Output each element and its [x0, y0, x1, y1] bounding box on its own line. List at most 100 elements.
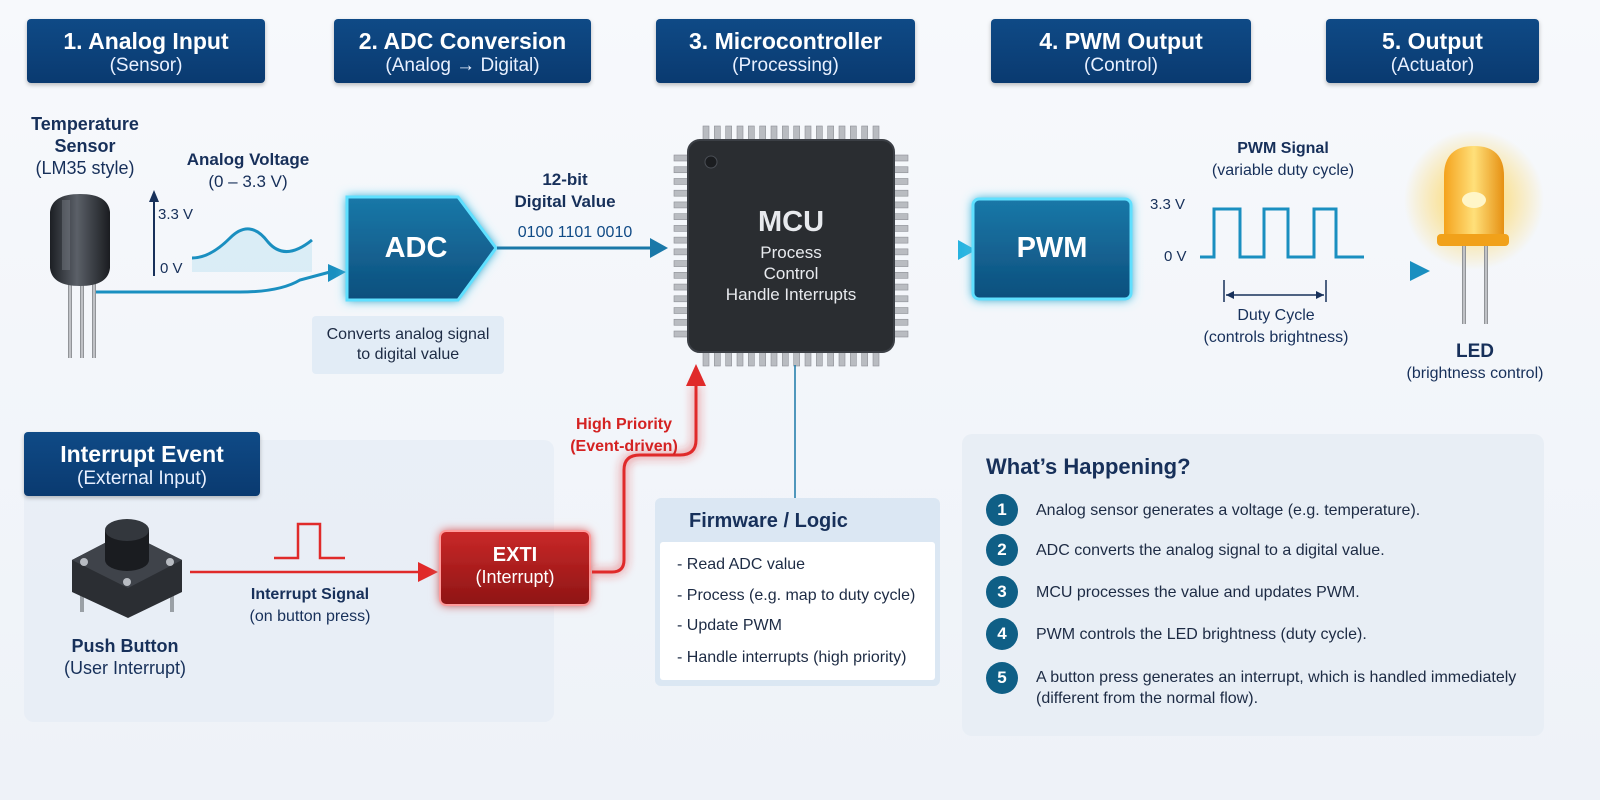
arrow-icon	[328, 264, 346, 282]
pwm-signal-subtitle: (variable duty cycle)	[1211, 162, 1355, 179]
step-number: 2	[986, 534, 1018, 566]
duty-cycle-sub: (controls brightness)	[1203, 329, 1349, 346]
digital-bits: 0100 1101 0010	[517, 224, 633, 241]
push-button-label: Push Button (User Interrupt)	[50, 635, 200, 679]
header-microcontroller: 3. Microcontroller (Processing)	[656, 19, 915, 83]
adc-note-line2: to digital value	[356, 346, 460, 363]
header-adc-conversion: 2. ADC Conversion (Analog → Digital)	[334, 19, 591, 83]
digital-value-label: 12-bit Digital Value	[490, 169, 640, 213]
step-number: 4	[986, 618, 1018, 650]
temperature-sensor-icon	[50, 194, 110, 358]
header-analog-input: 1. Analog Input (Sensor)	[27, 19, 265, 83]
firmware-item: - Update PWM	[677, 617, 782, 634]
adc-block	[345, 195, 498, 302]
pin1-dot	[704, 155, 718, 169]
arrow-icon	[1410, 261, 1430, 281]
digital-value-title-2: Digital Value	[514, 192, 616, 211]
duty-cycle-bracket	[1223, 280, 1327, 302]
arrow-icon	[418, 562, 438, 582]
step-text-line2: (different from the normal flow).	[1036, 690, 1259, 707]
header-subtitle: (External Input)	[77, 468, 207, 489]
header-title: 3. Microcontroller	[689, 28, 882, 54]
step-text-line1: A button press generates an interrupt, w…	[1036, 669, 1517, 686]
mcu-chip	[673, 125, 909, 367]
header-subtitle: (Actuator)	[1390, 55, 1475, 76]
step-text: ADC converts the analog signal to a digi…	[1036, 542, 1385, 559]
duty-cycle-title: Duty Cycle	[1237, 307, 1315, 324]
mcu-body	[687, 139, 895, 353]
step-number: 1	[986, 494, 1018, 526]
pwm-label: PWM	[1016, 232, 1088, 264]
pwm-signal-title: PWM Signal	[1237, 140, 1329, 157]
interrupt-pulse	[274, 522, 345, 560]
duty-cycle-label: Duty Cycle (controls brightness)	[1186, 305, 1366, 349]
interrupt-signal-sub: (on button press)	[249, 608, 371, 625]
adc-note-line1: Converts analog signal	[326, 326, 490, 343]
pwm-vlow-label: 0 V	[1164, 248, 1187, 265]
mcu-line3: Handle Interrupts	[725, 285, 857, 304]
header-subtitle: (Processing)	[732, 55, 839, 76]
pwm-block	[971, 197, 1133, 301]
interrupt-signal-label: Interrupt Signal (on button press)	[230, 584, 390, 628]
happening-title: What’s Happening?	[986, 454, 1191, 479]
firmware-title: Firmware / Logic	[689, 510, 848, 532]
pwm-vhigh-label: 3.3 V	[1150, 196, 1186, 213]
step-text: A button press generates an interrupt, w…	[1036, 667, 1536, 709]
led-label: LED (brightness control)	[1390, 341, 1560, 385]
arrow-icon	[958, 240, 976, 260]
push-button-title: Push Button	[71, 636, 179, 656]
header-title: 1. Analog Input	[63, 28, 229, 54]
header-interrupt-event: Interrupt Event (External Input)	[24, 432, 260, 496]
happening-panel	[962, 434, 1544, 736]
sensor-title-2: Sensor	[54, 136, 116, 156]
analog-vhigh-label: 3.3 V	[158, 206, 194, 223]
firmware-item: - Handle interrupts (high priority)	[677, 649, 907, 666]
priority-sub: (Event-driven)	[570, 438, 678, 455]
sensor-model: (LM35 style)	[35, 158, 135, 178]
header-subtitle: (Analog → Digital)	[385, 55, 540, 76]
header-subtitle: (Control)	[1084, 55, 1158, 76]
exti-block	[439, 530, 591, 606]
header-title: 2. ADC Conversion	[358, 28, 567, 54]
step-number: 3	[986, 576, 1018, 608]
pwm-waveform	[1200, 207, 1364, 259]
arrow-icon	[650, 238, 668, 258]
analog-vlow-label: 0 V	[160, 260, 183, 277]
step-text: PWM controls the LED brightness (duty cy…	[1036, 626, 1367, 643]
mcu-title: MCU	[757, 206, 825, 238]
exti-label: EXTI (Interrupt)	[440, 544, 590, 588]
header-pwm-output: 4. PWM Output (Control)	[991, 19, 1251, 83]
priority-title: High Priority	[575, 416, 672, 433]
step-text: Analog sensor generates a voltage (e.g. …	[1036, 502, 1421, 519]
exti-title: EXTI	[492, 544, 538, 566]
step-number: 5	[986, 662, 1018, 694]
led-title: LED	[1456, 341, 1494, 362]
sensor-title-1: Temperature	[31, 114, 139, 134]
digital-value-title-1: 12-bit	[542, 170, 588, 189]
pwm-signal-label: PWM Signal (variable duty cycle)	[1176, 138, 1390, 182]
mcu-labels: MCU Process Control Handle Interrupts	[688, 205, 894, 305]
led-subtitle: (brightness control)	[1406, 365, 1544, 382]
header-subtitle: (Sensor)	[109, 55, 183, 76]
led-icon	[1404, 130, 1544, 324]
header-title: 5. Output	[1382, 28, 1483, 54]
step-text: MCU processes the value and updates PWM.	[1036, 584, 1360, 601]
exti-sub: (Interrupt)	[475, 567, 555, 587]
interrupt-signal-title: Interrupt Signal	[250, 586, 370, 603]
analog-voltage-label: Analog Voltage (0 – 3.3 V)	[170, 149, 326, 193]
mcu-line1: Process	[760, 243, 822, 262]
sensor-label: Temperature Sensor (LM35 style)	[10, 113, 160, 179]
firmware-panel: Firmware / Logic - Read ADC value - Proc…	[655, 498, 940, 686]
firmware-list	[660, 542, 935, 680]
analog-voltage-title: Analog Voltage	[186, 150, 310, 169]
push-button-sub: (User Interrupt)	[63, 658, 187, 678]
analog-signal-line	[96, 270, 331, 294]
analog-waveform	[149, 190, 313, 276]
priority-label: High Priority (Event-driven)	[556, 414, 692, 458]
adc-label: ADC	[384, 232, 448, 264]
arrow-icon	[686, 364, 706, 386]
header-title: Interrupt Event	[60, 441, 224, 467]
mcu-line2: Control	[763, 264, 819, 283]
analog-voltage-range: (0 – 3.3 V)	[208, 172, 288, 191]
